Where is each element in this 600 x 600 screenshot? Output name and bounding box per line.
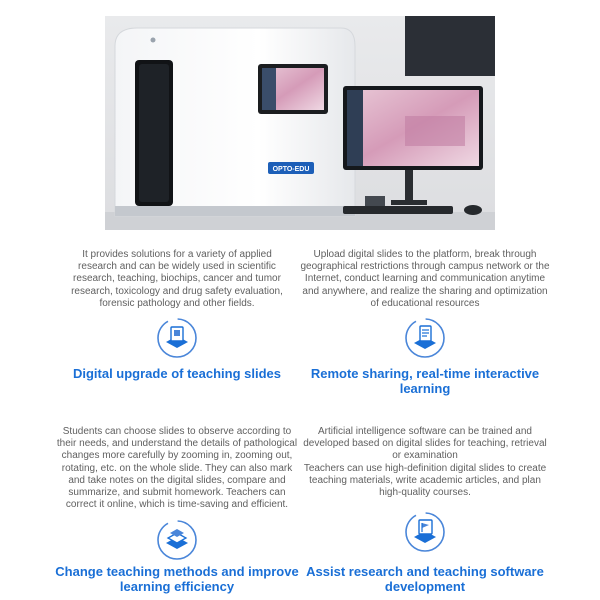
feature-title: Digital upgrade of teaching slides: [72, 366, 282, 381]
product-photo: OPTO-EDU: [105, 16, 495, 230]
feature-title: Assist research and teaching software de…: [306, 564, 544, 594]
brand-logo: OPTO-EDU: [273, 166, 310, 173]
feature-description: Artificial intelligence software can be …: [303, 426, 547, 499]
feature-card-teaching-methods: Students can choose slides to observe ac…: [52, 426, 302, 511]
feature-card-research-software: Artificial intelligence software can be …: [300, 426, 550, 499]
document-stack-icon: [403, 316, 447, 360]
feature-title: Remote sharing, real-time interactive le…: [310, 366, 540, 396]
slide-upload-icon: [155, 316, 199, 360]
feature-card-remote-sharing: Upload digital slides to the platform, b…: [300, 249, 550, 310]
feature-description: It provides solutions for a variety of a…: [71, 249, 283, 309]
feature-card-teaching-slides: It provides solutions for a variety of a…: [52, 249, 302, 310]
feature-title: Change teaching methods and improve lear…: [55, 564, 299, 594]
flag-stack-icon: [403, 510, 447, 554]
layers-icon: [155, 518, 199, 562]
feature-description: Upload digital slides to the platform, b…: [300, 249, 550, 309]
feature-description: Students can choose slides to observe ac…: [56, 426, 298, 511]
